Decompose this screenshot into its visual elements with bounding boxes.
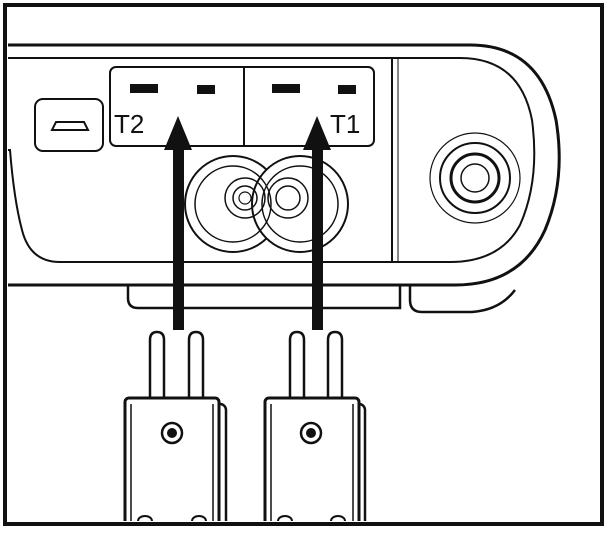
t1-slot-narrow <box>338 85 356 94</box>
t2-slot-wide <box>130 84 158 93</box>
thermocouple-plug-left <box>123 330 228 521</box>
dual-connector-socket <box>184 155 349 253</box>
usb-port-icon <box>34 98 104 152</box>
t1-slot-wide <box>272 84 300 93</box>
device-bottom-tab-right <box>408 282 516 314</box>
round-button-icon <box>429 132 521 224</box>
t2-slot-narrow <box>197 85 215 94</box>
thermocouple-plug-right <box>263 330 367 521</box>
arrow-t2 <box>164 116 192 330</box>
port-label-t1: T1 <box>330 109 360 139</box>
port-label-t2: T2 <box>114 109 144 139</box>
outer-frame-border <box>3 3 604 526</box>
arrow-t1 <box>303 116 331 330</box>
